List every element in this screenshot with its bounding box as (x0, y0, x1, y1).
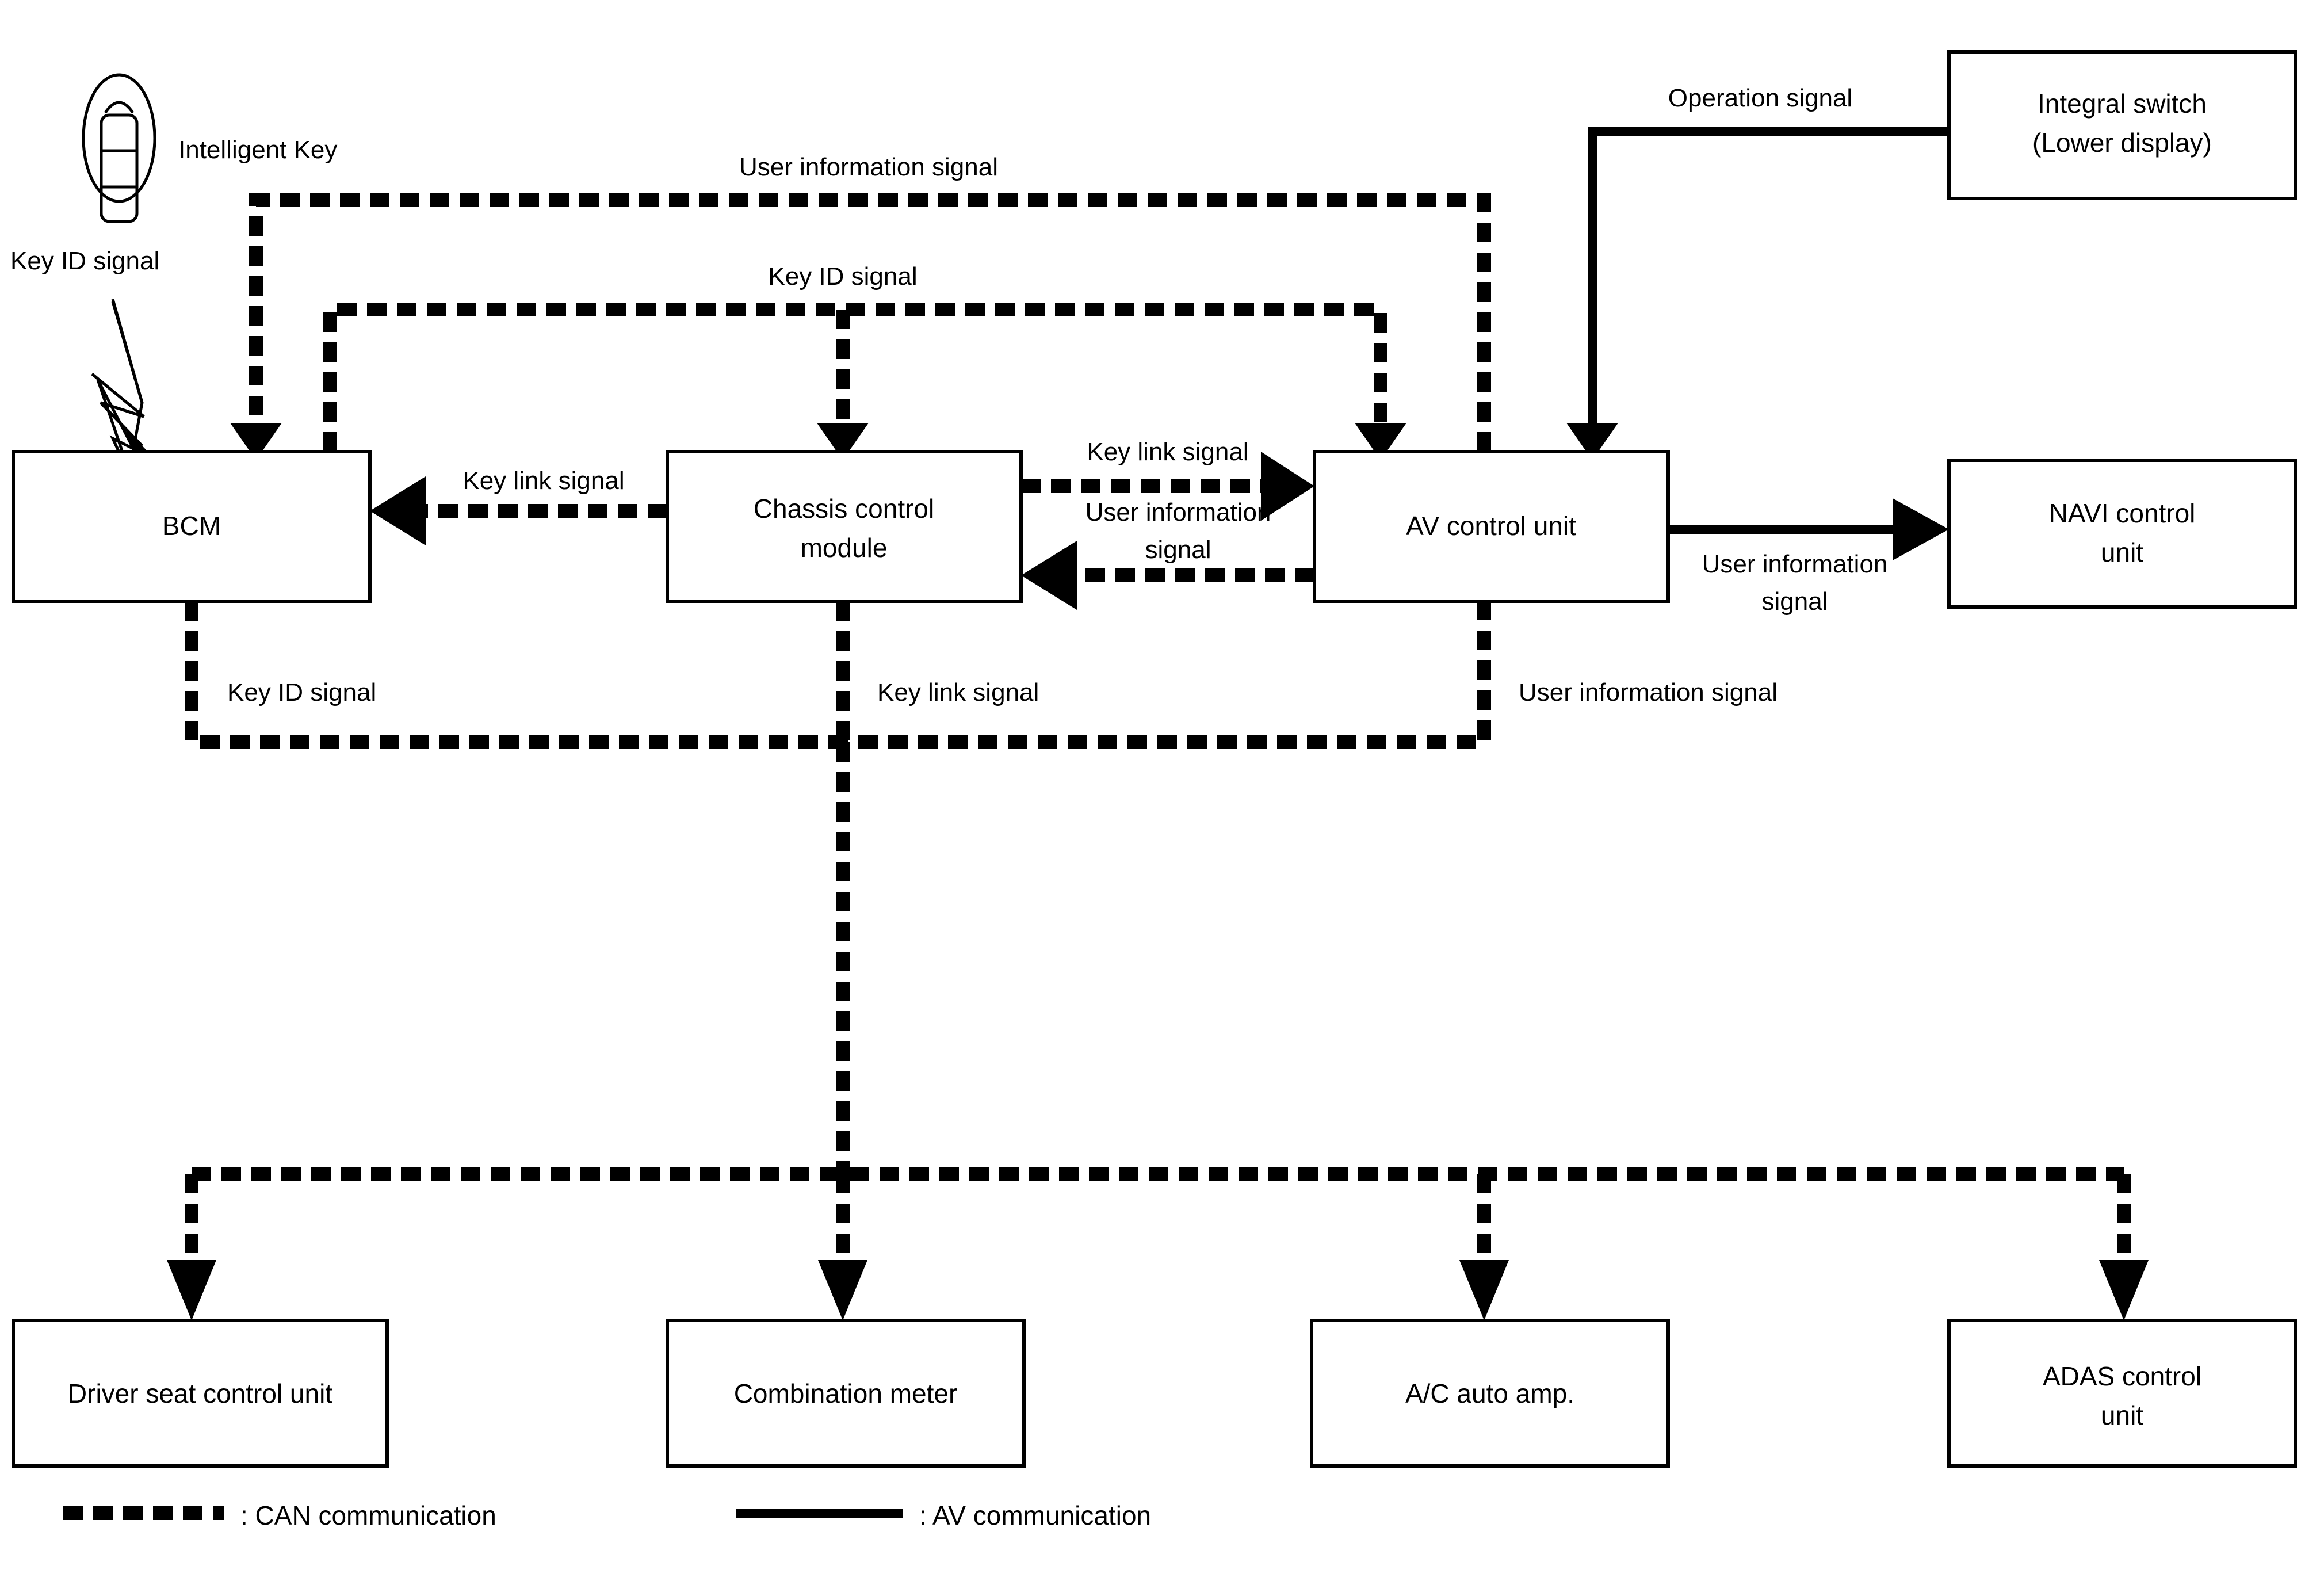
box-navi-control-unit[interactable] (1947, 459, 2297, 609)
legend-av-label: : AV communication (919, 1500, 1151, 1530)
legend-can-label: : CAN communication (240, 1500, 496, 1530)
arrow-head-key-id-to-av (1355, 423, 1406, 460)
bcm-label: BCM (162, 511, 221, 541)
av-control-unit-label: AV control unit (1406, 511, 1576, 541)
ac-auto-amp-label: A/C auto amp. (1405, 1379, 1574, 1408)
user-information-signal-navi-label-line2: signal (1762, 587, 1828, 616)
box-ac-auto-amp[interactable] (1310, 1319, 1670, 1468)
key-id-signal-top-label: Key ID signal (768, 262, 917, 291)
mid-can-bus (185, 601, 1491, 749)
box-driver-seat-control-unit[interactable] (12, 1319, 389, 1468)
driver-seat-control-unit-label: Driver seat control unit (68, 1379, 332, 1408)
arrow-head-key-link-to-bcm (370, 476, 426, 545)
lightning-bolt-icon (96, 379, 137, 482)
bottom-can-bus (167, 1167, 2149, 1320)
edge-key-link-signal-chassis-to-bcm (370, 476, 667, 545)
arrow-head-to-combination-meter (818, 1260, 867, 1320)
navi-control-unit-label-line1: NAVI control (2049, 498, 2196, 528)
edge-user-information-signal-av-to-chassis (1021, 541, 1314, 610)
intelligent-key-icon (82, 73, 156, 223)
arrow-head-operation-to-av (1566, 423, 1618, 460)
arrow-head-user-info-to-navi (1893, 498, 1949, 560)
radio-arrow-head (125, 429, 151, 455)
box-adas-control-unit[interactable] (1947, 1319, 2297, 1468)
box-integral-switch[interactable] (1947, 50, 2297, 200)
arrow-head-user-info-to-chassis (1021, 541, 1077, 610)
user-information-signal-top-label: User information signal (739, 153, 998, 181)
arrow-head-key-id-to-chassis (817, 423, 869, 460)
key-link-signal-bus-label: Key link signal (877, 678, 1039, 707)
arrow-head-user-info-to-bcm (230, 423, 282, 460)
key-id-signal-radio-label: Key ID signal (10, 247, 159, 275)
key-id-signal-bus-label: Key ID signal (227, 678, 376, 707)
user-information-signal-av-label-line1: User information (1085, 498, 1271, 526)
user-information-signal-av-label-line2: signal (1145, 536, 1211, 564)
user-information-signal-bus-label: User information signal (1519, 678, 1778, 707)
arrow-head-to-adas (2099, 1260, 2149, 1320)
legend: : CAN communication : AV communication (63, 1500, 1151, 1530)
operation-signal-label: Operation signal (1668, 84, 1852, 112)
integral-switch-label-line1: Integral switch (2038, 89, 2207, 119)
adas-control-unit-label-line2: unit (2101, 1400, 2143, 1430)
edge-user-information-signal-av-to-navi (1668, 498, 1949, 560)
chassis-control-module-label-line2: module (801, 533, 888, 563)
arrow-head-to-ac-auto-amp (1459, 1260, 1509, 1320)
arrow-head-to-driver-seat (167, 1260, 216, 1320)
user-information-signal-navi-label-line1: User information (1702, 550, 1888, 578)
box-chassis-control-module[interactable] (666, 450, 1023, 603)
edge-key-link-signal-chassis-to-av (1021, 452, 1314, 521)
integral-switch-label-line2: (Lower display) (2032, 128, 2212, 158)
box-av-control-unit[interactable] (1313, 450, 1670, 603)
adas-control-unit-label-line1: ADAS control (2043, 1361, 2201, 1391)
key-id-radio-lightning-arrow (91, 301, 145, 447)
box-bcm[interactable] (12, 450, 372, 603)
key-link-signal-av-label: Key link signal (1087, 438, 1248, 466)
edge-user-information-signal-top-bus (230, 193, 1491, 460)
edge-operation-signal (1566, 127, 1949, 460)
combination-meter-label: Combination meter (734, 1379, 958, 1408)
key-link-signal-bcm-label: Key link signal (462, 467, 624, 495)
intelligent-key-label: Intelligent Key (178, 136, 337, 164)
navi-control-unit-label-line2: unit (2101, 537, 2143, 567)
radio-arrow-stem (111, 299, 144, 449)
box-combination-meter[interactable] (666, 1319, 1026, 1468)
chassis-control-module-label-line1: Chassis control (754, 494, 934, 524)
edge-key-id-signal-top-bus (323, 303, 1406, 460)
arrow-head-key-link-to-av (1261, 452, 1314, 521)
